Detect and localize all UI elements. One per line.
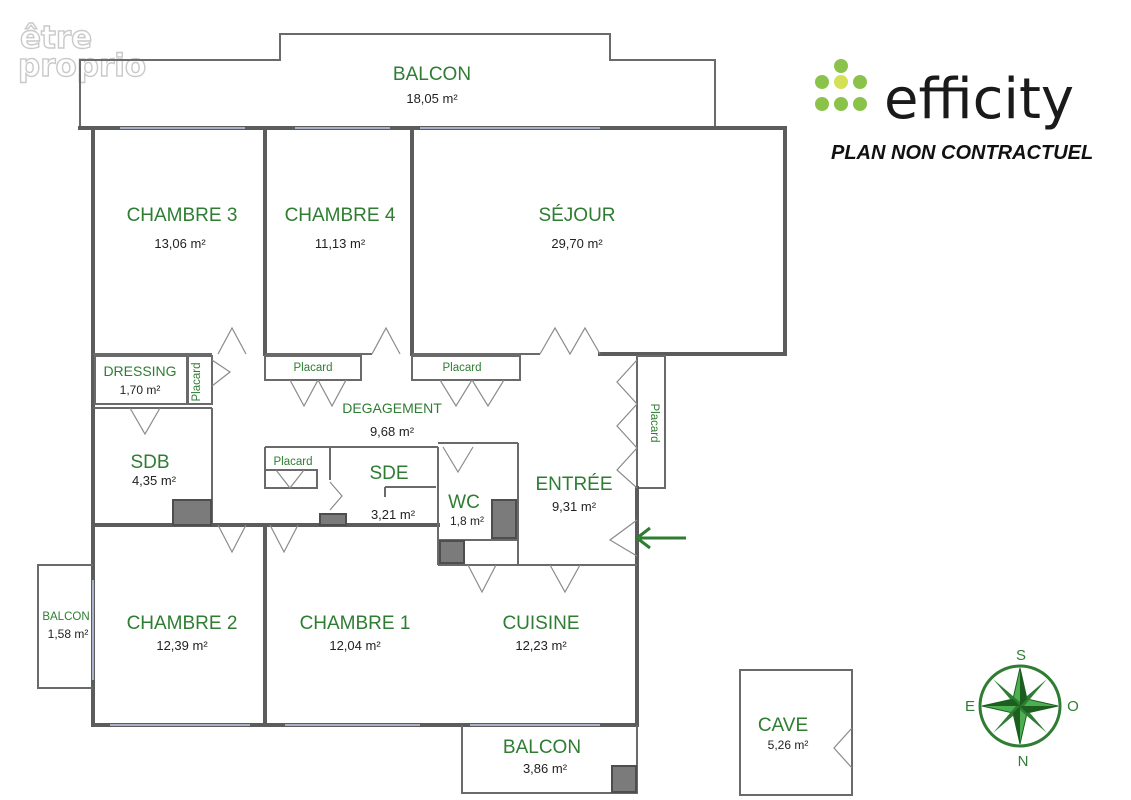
sde-name: SDE xyxy=(369,463,408,484)
compass-east: E xyxy=(965,698,975,715)
compass-rose-icon: S N E O xyxy=(965,647,1079,770)
balcon-bottom-area: 3,86 m² xyxy=(523,761,568,776)
chambre3-area: 13,06 m² xyxy=(154,236,206,251)
balcon-left-name: BALCON xyxy=(42,611,89,623)
cuisine-name: CUISINE xyxy=(502,613,579,634)
placard-sde-label: Placard xyxy=(274,456,313,468)
placard-ch4-label: Placard xyxy=(294,362,333,374)
chambre3-name: CHAMBRE 3 xyxy=(127,205,238,226)
dressing-area: 1,70 m² xyxy=(120,383,161,397)
watermark-line2: proprio xyxy=(18,48,146,84)
chambre1-area: 12,04 m² xyxy=(329,638,381,653)
technical-shafts xyxy=(172,499,637,793)
efficity-logo: efficity PLAN NON CONTRACTUEL xyxy=(815,59,1093,164)
balcon-top-name: BALCON xyxy=(393,64,471,85)
balcon-bottom-name: BALCON xyxy=(503,737,581,758)
door-swings xyxy=(129,326,853,769)
placard-sejour-label: Placard xyxy=(443,362,482,374)
chambre4-area: 11,13 m² xyxy=(315,236,366,251)
dressing-name: DRESSING xyxy=(103,363,176,379)
watermark-line1: être xyxy=(20,20,92,56)
compass-north: N xyxy=(1018,753,1029,770)
entree-name: ENTRÉE xyxy=(535,474,612,495)
balcon-top-area: 18,05 m² xyxy=(406,91,458,106)
sde-area: 3,21 m² xyxy=(371,507,416,522)
cuisine-area: 12,23 m² xyxy=(515,638,567,653)
sejour-name: SÉJOUR xyxy=(538,205,615,226)
chambre2-area: 12,39 m² xyxy=(156,638,208,653)
chambre4-name: CHAMBRE 4 xyxy=(285,205,396,226)
placard-dressing-label: Placard xyxy=(191,363,203,402)
efficity-dots-icon xyxy=(815,59,867,111)
chambre1-name: CHAMBRE 1 xyxy=(300,613,411,634)
sdb-name: SDB xyxy=(130,452,169,473)
etre-proprio-watermark: être proprio xyxy=(17,19,147,84)
degagement-area: 9,68 m² xyxy=(370,424,415,439)
compass-south: S xyxy=(1016,647,1026,664)
sejour-area: 29,70 m² xyxy=(551,236,603,251)
balcon-left-area: 1,58 m² xyxy=(48,627,89,641)
cave-area: 5,26 m² xyxy=(768,738,809,752)
degagement-name: DEGAGEMENT xyxy=(342,400,442,416)
walls xyxy=(37,33,853,796)
entrance-arrow-icon xyxy=(634,526,686,550)
brand-name: efficity xyxy=(884,67,1074,132)
wc-area: 1,8 m² xyxy=(450,514,484,528)
entree-area: 9,31 m² xyxy=(552,499,597,514)
sdb-area: 4,35 m² xyxy=(132,473,177,488)
brand-subtitle: PLAN NON CONTRACTUEL xyxy=(831,142,1093,164)
wc-name: WC xyxy=(448,492,480,513)
cave-name: CAVE xyxy=(758,715,808,736)
chambre2-name: CHAMBRE 2 xyxy=(127,613,238,634)
compass-west: O xyxy=(1067,698,1079,715)
placard-entree-label: Placard xyxy=(648,404,660,443)
room-labels: BALCON 18,05 m² CHAMBRE 3 13,06 m² CHAMB… xyxy=(42,64,808,776)
